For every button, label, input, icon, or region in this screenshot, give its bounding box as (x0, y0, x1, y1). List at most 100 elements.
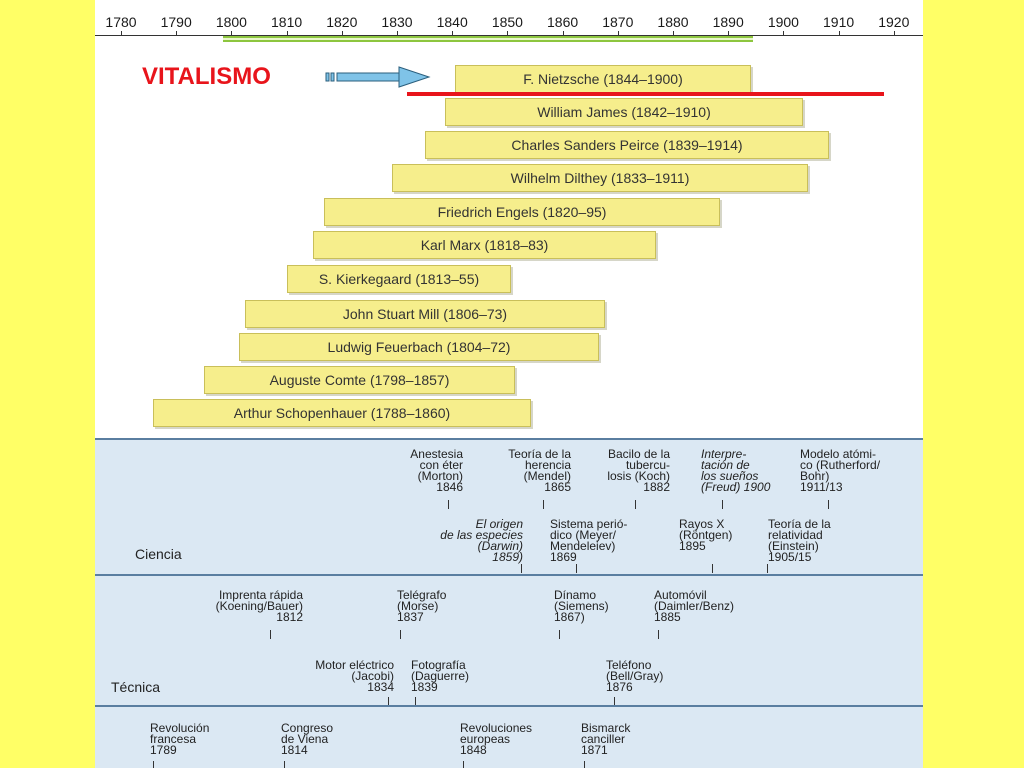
year-tick-label: 1910 (823, 14, 855, 30)
tecnica-band: Técnica Imprenta rápida (Koening/Bauer) … (95, 576, 923, 706)
year-tick-mark (673, 31, 674, 36)
politica-band: Revolución francesa 1789 Congreso de Vie… (95, 707, 923, 768)
year-tick-mark (176, 31, 178, 36)
band-divider (95, 705, 923, 707)
year-tick-label: 1850 (491, 14, 523, 30)
year-tick-mark (562, 31, 564, 36)
event-bismarck: Bismarck canciller 1871 (581, 721, 631, 757)
ruler-line (95, 35, 923, 36)
philosopher-name: S. Kierkegaard (1813–55) (318, 271, 480, 287)
band-divider (95, 438, 923, 440)
philosopher-bar-schopenhauer: Arthur Schopenhauer (1788–1860) (153, 399, 531, 427)
philosopher-name: Auguste Comte (1798–1857) (269, 372, 450, 388)
vitalismo-label: VITALISMO (142, 63, 271, 90)
philosopher-bar-engels: Friedrich Engels (1820–95) (324, 198, 720, 226)
event-fotografia: Fotografía (Daguerre) 1839 (411, 658, 470, 694)
philosopher-bar-comte: Auguste Comte (1798–1857) (204, 366, 515, 394)
red-highlight-line (407, 92, 884, 96)
philosopher-bar-dilthey: Wilhelm Dilthey (1833–1911) (392, 164, 808, 192)
philosopher-bar-nietzsche: F. Nietzsche (1844–1900) (455, 65, 751, 93)
year-tick-mark (507, 31, 509, 36)
year-tick-mark (617, 31, 619, 36)
event-herencia: Teoría de la herencia (Mendel) 1865 (508, 447, 571, 494)
event-imprenta: Imprenta rápida (Koening/Bauer) 1812 (215, 588, 303, 624)
event-revoluciones-europeas: Revoluciones europeas 1848 (460, 721, 533, 757)
year-tick-mark (121, 31, 122, 36)
year-tick-mark (893, 31, 895, 36)
event-tick (712, 564, 713, 573)
philosopher-name: F. Nietzsche (1844–1900) (523, 71, 683, 87)
philosopher-name: Arthur Schopenhauer (1788–1860) (233, 405, 451, 421)
year-tick-label: 1900 (767, 14, 799, 30)
event-motor-electrico: Motor eléctrico (Jacobi) 1834 (315, 658, 394, 694)
tecnica-title: Técnica (111, 679, 161, 695)
year-tick-label: 1790 (160, 14, 192, 30)
band-divider (95, 574, 923, 576)
event-modelo-atomico: Modelo atómi- co (Rutherford/ Bohr) 1911… (800, 447, 881, 494)
event-relatividad: Teoría de la relatividad (Einstein) 1905… (768, 517, 831, 564)
year-tick-mark (838, 31, 840, 36)
event-revolucion-francesa: Revolución francesa 1789 (150, 721, 210, 757)
philosopher-bar-marx: Karl Marx (1818–83) (313, 231, 656, 259)
event-tick (270, 630, 271, 639)
year-tick-label: 1800 (215, 14, 247, 30)
event-tick (559, 630, 560, 639)
philosopher-name: Charles Sanders Peirce (1839–1914) (511, 137, 743, 153)
green-span-bar (223, 36, 753, 42)
philosopher-name: William James (1842–1910) (537, 104, 711, 120)
philosopher-bar-kierkegaard: S. Kierkegaard (1813–55) (287, 265, 511, 293)
event-sistema-periodico: Sistema perió- dico (Meyer/ Mendeleiev) … (550, 517, 628, 564)
event-tick (153, 761, 154, 768)
event-tick (284, 761, 285, 768)
event-tick (828, 500, 829, 509)
event-rayos-x: Rayos X (Röntgen) 1895 (679, 517, 733, 553)
event-interpretacion-suenos: Interpre- tación de los sueños (Freud) 1… (701, 447, 771, 494)
philosopher-name: Wilhelm Dilthey (1833–1911) (510, 170, 690, 186)
event-telefono: Teléfono (Bell/Gray) 1876 (606, 658, 664, 694)
event-tick (658, 630, 659, 639)
philosopher-name: Friedrich Engels (1820–95) (437, 204, 607, 220)
event-origen-especies: El origen de las especies (Darwin) 1859) (440, 517, 523, 564)
philosopher-bar-mill: John Stuart Mill (1806–73) (245, 300, 605, 328)
event-tick (614, 697, 615, 706)
year-tick-mark (286, 31, 288, 36)
event-tick (543, 500, 544, 509)
event-tick (521, 564, 522, 573)
event-congreso-viena: Congreso de Viena 1814 (281, 721, 334, 757)
event-tick (576, 564, 577, 573)
year-tick-label: 1870 (602, 14, 634, 30)
philosopher-name: Ludwig Feuerbach (1804–72) (327, 339, 511, 355)
year-tick-mark (783, 31, 785, 36)
philosopher-name: John Stuart Mill (1806–73) (342, 306, 508, 322)
event-dinamo: Dínamo (Siemens) 1867) (554, 588, 609, 624)
philosopher-bar-feuerbach: Ludwig Feuerbach (1804–72) (239, 333, 599, 361)
year-tick-label: 1840 (436, 14, 468, 30)
year-tick-mark (728, 31, 730, 36)
philosopher-name: Karl Marx (1818–83) (420, 237, 549, 253)
event-bacilo: Bacilo de la tubercu- losis (Koch) 1882 (607, 447, 670, 494)
year-tick-label: 1830 (381, 14, 413, 30)
philosopher-bar-james: William James (1842–1910) (445, 98, 803, 126)
year-tick-mark (341, 31, 343, 36)
philosopher-bar-peirce: Charles Sanders Peirce (1839–1914) (425, 131, 829, 159)
year-ruler: 1780 1790 1800 1810 1820 1830 1840 1850 1860 1870… (95, 0, 923, 36)
right-arrow-icon (325, 66, 431, 88)
event-tick (448, 500, 449, 509)
year-tick-label: 1920 (878, 14, 910, 30)
year-tick-mark (397, 31, 398, 36)
year-tick-mark (452, 31, 454, 36)
event-telegrafo: Telégrafo (Morse) 1837 (397, 588, 447, 624)
event-tick (400, 630, 401, 639)
year-tick-label: 1880 (657, 14, 689, 30)
year-tick-label: 1890 (712, 14, 744, 30)
event-tick (767, 564, 768, 573)
year-tick-label: 1820 (326, 14, 358, 30)
event-tick (635, 500, 636, 509)
year-tick-label: 1860 (547, 14, 579, 30)
event-anestesia: Anestesia con éter (Morton) 1846 (410, 447, 463, 494)
event-tick (388, 697, 389, 706)
year-tick-label: 1780 (105, 14, 137, 30)
year-tick-label: 1810 (271, 14, 303, 30)
year-tick-mark (231, 31, 233, 36)
